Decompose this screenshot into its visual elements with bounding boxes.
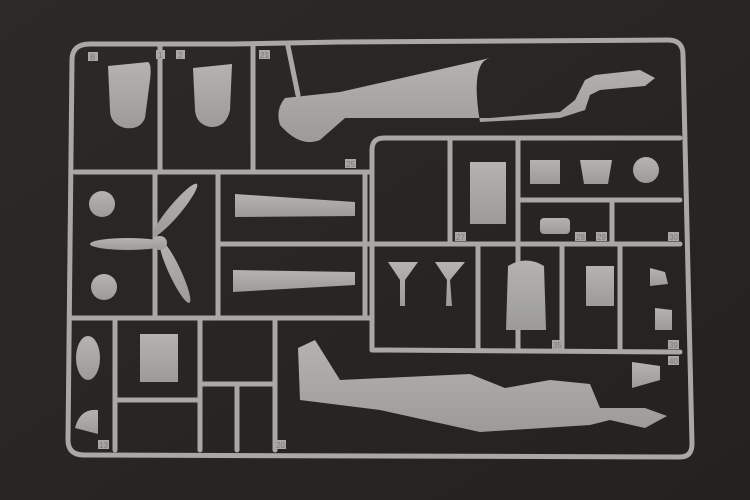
strut-part-11 — [233, 270, 355, 292]
fuselage-lower — [298, 340, 667, 432]
sprue-frame — [65, 37, 695, 460]
svg-text:13: 13 — [99, 441, 108, 450]
rudder-part-1 — [108, 62, 151, 129]
svg-text:30: 30 — [669, 233, 678, 242]
strut-part-10 — [235, 194, 355, 217]
svg-text:1: 1 — [158, 51, 163, 60]
propeller-part-9 — [90, 183, 198, 303]
svg-text:B: B — [90, 53, 95, 62]
wheel-upper — [89, 191, 115, 217]
svg-text:35: 35 — [553, 341, 562, 350]
svg-text:20: 20 — [276, 441, 285, 450]
svg-text:28: 28 — [576, 233, 585, 242]
part-number-tags: B 1 2 21 25 27 28 29 30 35 39 40 13 20 — [88, 50, 679, 450]
svg-text:40: 40 — [669, 357, 678, 366]
svg-text:21: 21 — [260, 51, 269, 60]
svg-text:2: 2 — [178, 51, 183, 60]
rudder-part-2 — [193, 64, 232, 128]
svg-text:25: 25 — [346, 160, 355, 169]
small-parts — [75, 157, 672, 434]
fuselage-upper — [278, 58, 655, 143]
wheel-lower — [91, 274, 117, 300]
svg-text:27: 27 — [456, 233, 465, 242]
svg-text:29: 29 — [597, 233, 606, 242]
svg-text:39: 39 — [669, 341, 678, 350]
